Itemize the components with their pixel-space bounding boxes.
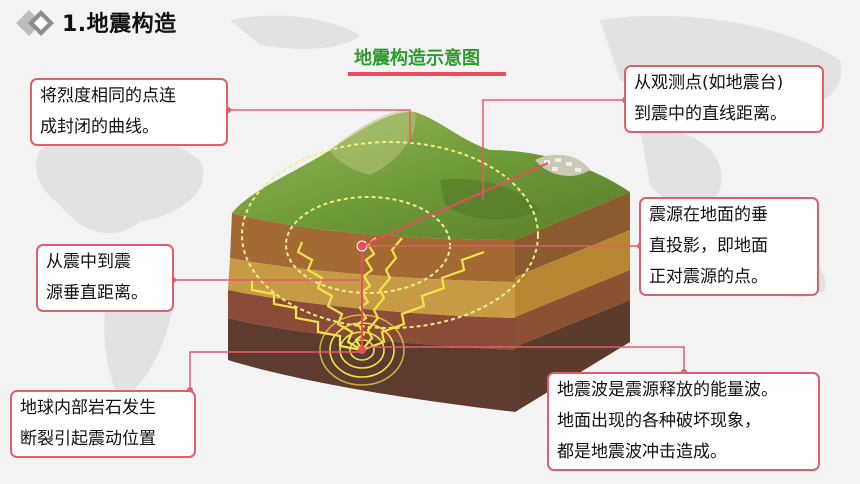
focus-marker [358, 346, 366, 354]
callout-epicentral-distance: 从观测点(如地震台) 到震中的直线距离。 [624, 65, 824, 133]
callout-focus: 地球内部岩石发生 断裂引起震动位置 [10, 390, 196, 458]
callout-seismic-wave: 地震波是震源释放的能量波。 地面出现的各种破坏现象， 都是地震波冲击造成。 [547, 372, 820, 471]
page-title: 1.地震构造 [62, 12, 177, 37]
right-face-strata [515, 192, 630, 412]
subtitle-underline [348, 72, 506, 76]
leader-lines [173, 99, 685, 390]
callout-focal-depth: 从震中到震 源垂直距离。 [36, 244, 174, 312]
callout-epicenter: 震源在地面的垂 直投影，即地面 正对震源的点。 [639, 197, 819, 296]
front-face-strata [228, 213, 515, 412]
diagram-subtitle: 地震构造示意图 [354, 48, 480, 69]
epicentral-distance-line [361, 162, 549, 247]
callout-isoseismal-line: 将烈度相同的点连 成封闭的曲线。 [30, 78, 228, 146]
diamond-logo-icon [16, 10, 54, 36]
